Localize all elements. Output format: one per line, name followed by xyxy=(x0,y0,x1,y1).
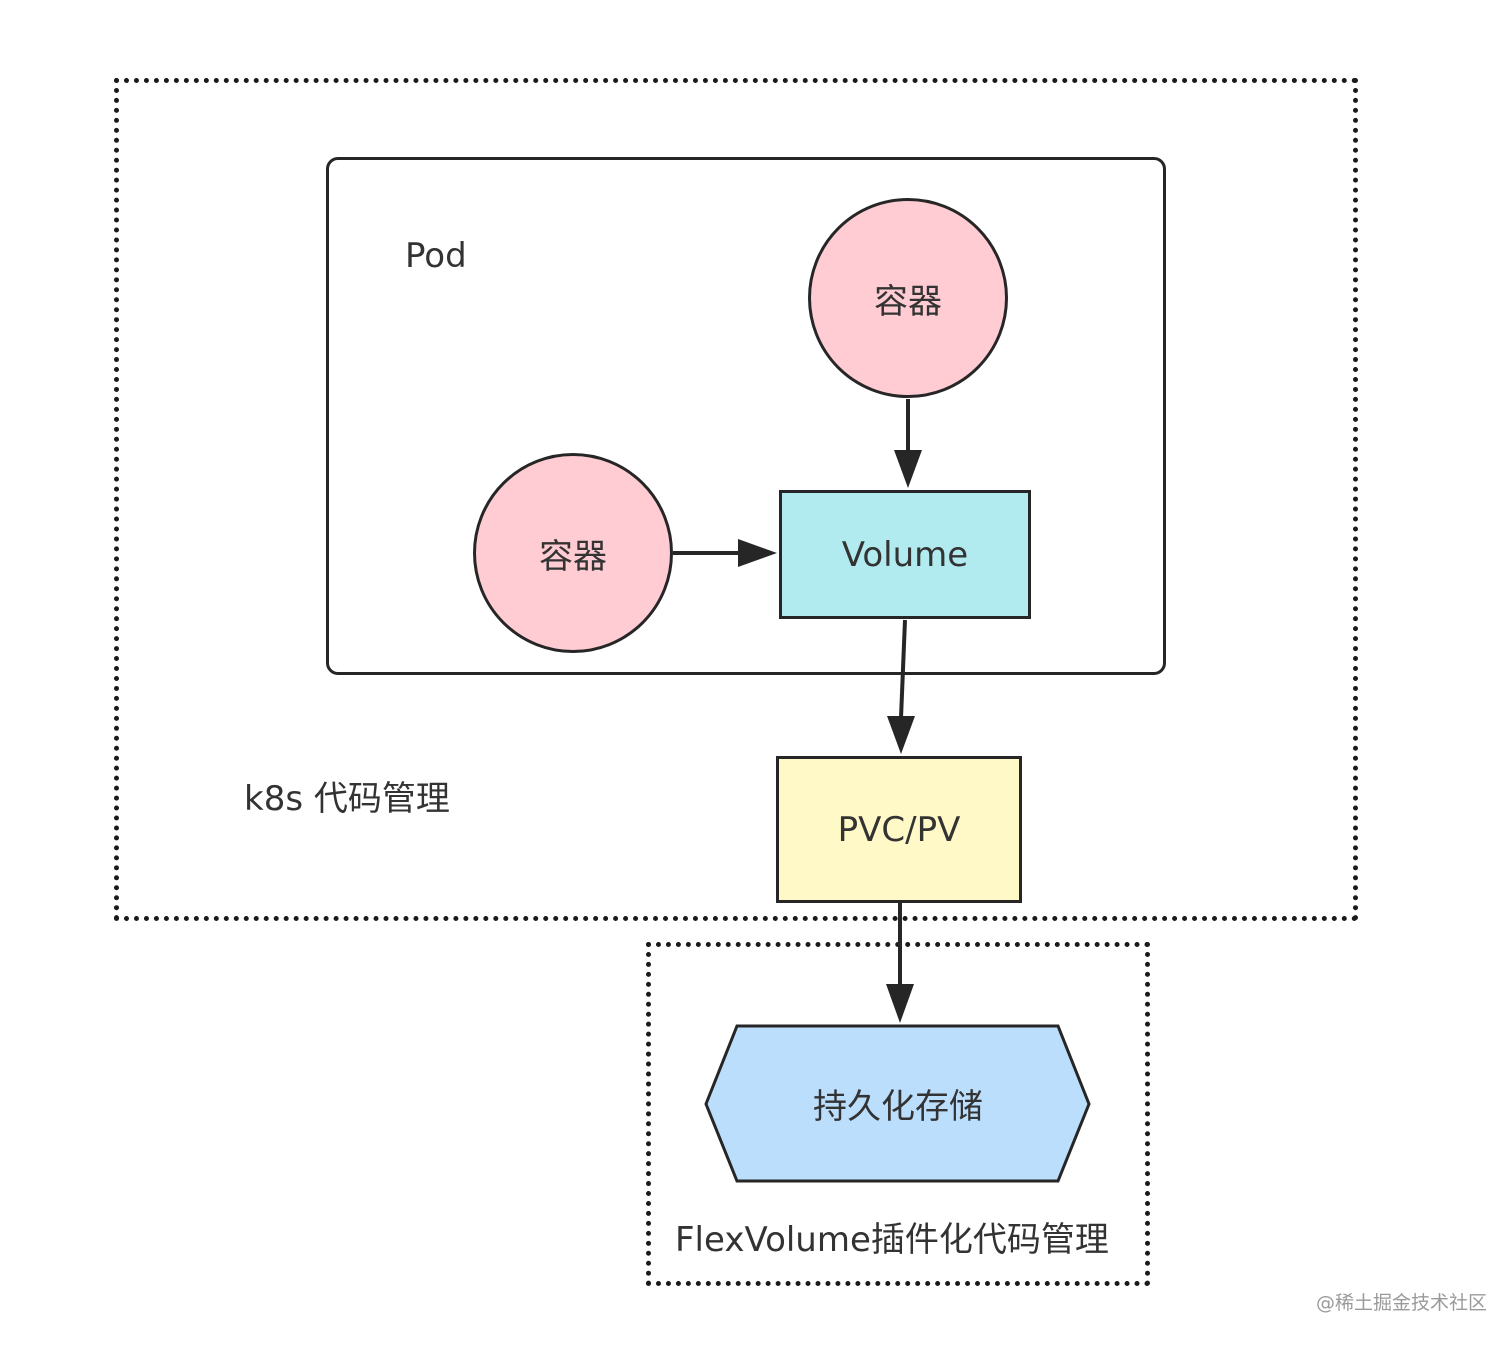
edge-container-top-to-volume xyxy=(894,399,922,488)
arrowhead-icon xyxy=(894,450,922,488)
container-node-label: 容器 xyxy=(539,536,607,577)
edge-pvc-to-storage xyxy=(886,903,914,1023)
container-node-left: 容器 xyxy=(473,453,673,653)
volume-label: Volume xyxy=(841,534,969,575)
persistent-storage-node: 持久化存储 xyxy=(705,1025,1091,1182)
arrowhead-icon xyxy=(887,716,915,754)
edge-volume-to-pvc xyxy=(887,619,915,754)
k8s-management-zone xyxy=(114,78,1358,921)
arrowhead-icon xyxy=(738,539,777,567)
storage-shape xyxy=(704,1024,1091,1183)
edge-container-left-to-volume xyxy=(673,539,777,567)
pvc-pv-label: PVC/PV xyxy=(837,809,961,850)
k8s-zone-label: k8s 代码管理 xyxy=(244,779,450,819)
pod-box xyxy=(326,157,1166,675)
arrowhead-icon xyxy=(886,984,914,1023)
pvc-pv-node: PVC/PV xyxy=(776,756,1022,903)
volume-node: Volume xyxy=(779,490,1031,619)
flexvolume-zone-label: FlexVolume插件化代码管理 xyxy=(675,1220,1109,1260)
container-node-top: 容器 xyxy=(808,198,1008,398)
storage-label: 持久化存储 xyxy=(813,1087,983,1127)
watermark: @稀土掘金技术社区 xyxy=(1316,1292,1488,1314)
container-node-label: 容器 xyxy=(874,281,942,322)
pod-label: Pod xyxy=(405,236,467,276)
